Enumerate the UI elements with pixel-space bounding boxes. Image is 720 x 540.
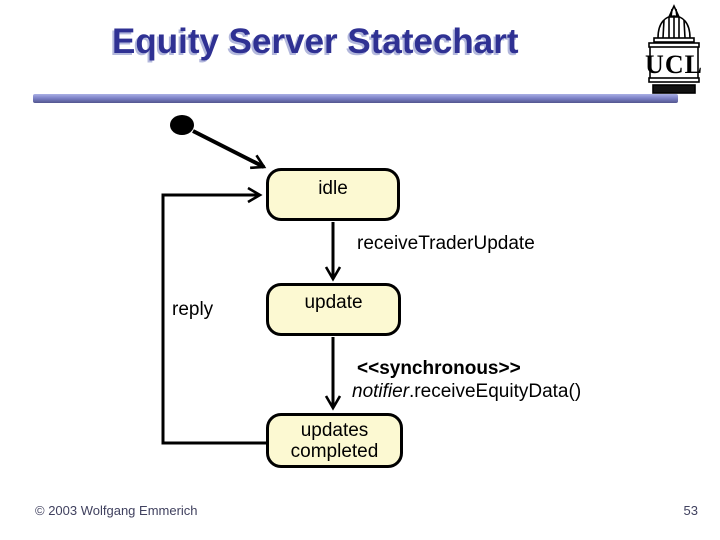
state-updates-completed: updates completed	[266, 413, 403, 468]
slide-title: Equity Server Statechart	[112, 22, 519, 61]
state-updates-completed-label-line1: updates	[300, 419, 369, 441]
footer-copyright: © 2003 Wolfgang Emmerich	[35, 503, 198, 518]
transition-line-initial-to-idle	[192, 129, 267, 170]
transition-label-notifier-method: .receiveEquityData()	[409, 381, 582, 402]
transition-line-completed-to-idle	[161, 186, 266, 445]
transition-label-receive-trader-update: receiveTraderUpdate	[357, 233, 535, 254]
transition-label-synchronous-stereotype: <<synchronous>>	[357, 358, 521, 379]
transition-label-reply: reply	[172, 299, 214, 320]
state-updates-completed-label-line2: completed	[290, 440, 379, 462]
slide-page-number: 53	[683, 503, 698, 518]
state-update-label: update	[304, 292, 363, 313]
ucl-logo: UCL	[636, 4, 712, 96]
transition-label-notifier-object: notifier	[352, 381, 410, 402]
initial-state-dot	[170, 115, 194, 135]
state-idle-label: idle	[318, 178, 348, 199]
ucl-logo-text: UCL	[645, 50, 703, 79]
title-divider-bar	[33, 94, 678, 103]
state-idle: idle	[266, 168, 400, 221]
ucl-building-icon: UCL	[645, 4, 703, 94]
state-update: update	[266, 283, 401, 336]
transition-label-notifier-call: notifier.receiveEquityData()	[352, 381, 581, 403]
